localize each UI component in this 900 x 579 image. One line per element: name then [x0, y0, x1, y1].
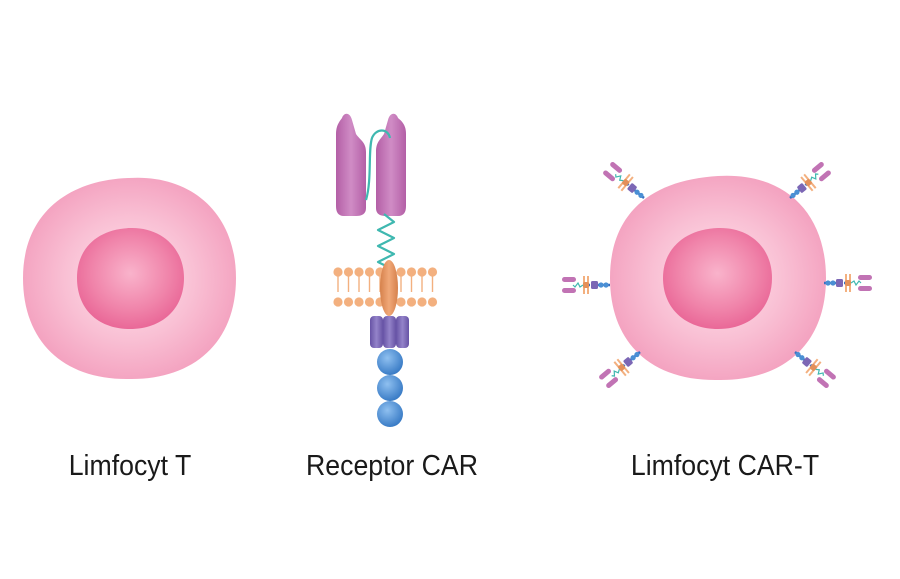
- t-cell-icon: [23, 177, 236, 380]
- transmembrane-domain: [380, 260, 398, 316]
- lipid-head: [333, 297, 343, 307]
- lipid-head: [417, 267, 427, 277]
- lipid-head: [333, 267, 343, 277]
- car-t-cell-label: Limfocyt CAR-T: [630, 450, 820, 482]
- hinge-region: [376, 213, 396, 269]
- lipid-head: [396, 267, 406, 277]
- car-receptor-icon: [333, 113, 438, 427]
- lipid-head: [427, 267, 438, 277]
- car-t-cell-icon: [560, 159, 874, 391]
- cell-membrane-bilayer: [333, 267, 438, 307]
- scfv-linker: [364, 129, 392, 201]
- lipid-head: [354, 267, 364, 277]
- lipid-head: [396, 297, 406, 307]
- car-t-cell-nucleus: [663, 227, 772, 329]
- signaling-domain: [377, 349, 403, 427]
- lipid-head: [343, 267, 354, 277]
- scfv-right: [376, 113, 406, 216]
- lipid-head: [364, 267, 375, 277]
- lipid-head: [354, 297, 364, 307]
- t-cell-label: Limfocyt T: [68, 450, 192, 482]
- scfv-left: [336, 113, 366, 216]
- lipid-head: [406, 297, 417, 307]
- car-receptor-label: Receptor CAR: [305, 450, 479, 482]
- lipid-head: [417, 297, 427, 307]
- costimulatory-domain: [370, 316, 409, 348]
- t-cell-nucleus: [77, 227, 184, 329]
- lipid-head: [343, 297, 354, 307]
- lipid-head: [406, 267, 417, 277]
- lipid-head: [427, 297, 438, 307]
- lipid-head: [364, 297, 375, 307]
